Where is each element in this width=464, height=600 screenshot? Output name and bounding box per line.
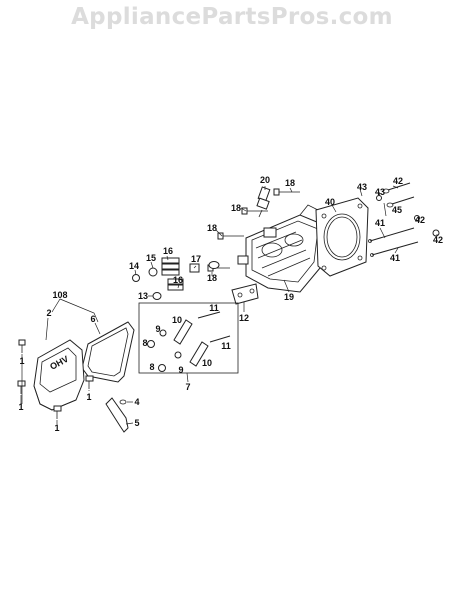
callout-labels: 20 18 18 18 18 40 43 43 42 42 42 45 41 4…: [18, 175, 443, 433]
callout-15: 15: [146, 253, 156, 263]
rocker-arms[interactable]: [173, 319, 209, 367]
callout-7: 7: [185, 382, 190, 392]
rocker-arm-kit-box: [138, 302, 239, 374]
head-bolt-top[interactable]: [273, 188, 300, 196]
callout-18-top: 18: [285, 178, 295, 188]
breather-tube[interactable]: [105, 397, 129, 433]
push-rods[interactable]: [368, 227, 419, 257]
valve-springs[interactable]: [161, 257, 184, 291]
callout-16-top: 16: [163, 246, 173, 256]
callout-41-top: 41: [375, 218, 385, 228]
valve-collet[interactable]: [376, 195, 440, 237]
callout-14: 14: [129, 261, 139, 271]
cylinder-head[interactable]: [237, 204, 325, 293]
cover-bolts[interactable]: [17, 339, 94, 419]
valve-cover[interactable]: OHV: [33, 339, 85, 411]
valves[interactable]: [382, 182, 415, 208]
callout-11-top: 11: [209, 303, 219, 313]
spark-plug[interactable]: [256, 186, 271, 218]
callout-19: 19: [284, 292, 294, 302]
head-bolt-middle[interactable]: [241, 207, 268, 215]
watermark: AppliancePartsPros.com: [71, 4, 393, 30]
callout-1-bottom-left: 1: [18, 402, 23, 412]
callout-42-middle: 42: [415, 215, 425, 225]
callout-1-bottom: 1: [54, 423, 59, 433]
leader-lines: [20, 185, 438, 425]
callout-4: 4: [134, 397, 139, 407]
callout-41-bottom: 41: [390, 253, 400, 263]
callout-8-bottom: 8: [149, 362, 154, 372]
valve-cover-gasket[interactable]: [81, 321, 135, 383]
rocker-nuts[interactable]: [147, 329, 182, 372]
callout-18-lower: 18: [207, 223, 217, 233]
callout-18-middle: 18: [231, 203, 241, 213]
valve-retainer[interactable]: [189, 261, 220, 273]
callout-43-left: 43: [357, 182, 367, 192]
head-bolt-lower[interactable]: [217, 232, 244, 240]
head-gasket[interactable]: [315, 197, 369, 277]
callout-10-bottom: 10: [202, 358, 212, 368]
callout-9-top: 9: [155, 324, 160, 334]
callout-17: 17: [191, 254, 201, 264]
callout-108: 108: [52, 290, 67, 300]
callout-20: 20: [260, 175, 270, 185]
callout-12: 12: [239, 313, 249, 323]
callout-45: 45: [392, 205, 402, 215]
callout-1-right: 1: [86, 392, 91, 402]
valve-seals[interactable]: [132, 267, 162, 300]
callout-2: 2: [46, 308, 51, 318]
callout-6: 6: [90, 314, 95, 324]
callout-16-bottom: 16: [173, 275, 183, 285]
callout-9-bottom: 9: [178, 365, 183, 375]
callout-42-top: 42: [393, 176, 403, 186]
guide-plate[interactable]: [231, 283, 259, 305]
callout-10-top: 10: [172, 315, 182, 325]
callout-40: 40: [325, 197, 335, 207]
callout-18-side: 18: [207, 273, 217, 283]
callout-42-bottom: 42: [433, 235, 443, 245]
callout-13: 13: [138, 291, 148, 301]
callout-43-right: 43: [375, 187, 385, 197]
callout-8-top: 8: [142, 338, 147, 348]
callout-5: 5: [134, 418, 139, 428]
callout-11-bottom: 11: [221, 341, 231, 351]
rocker-studs[interactable]: [197, 311, 231, 343]
callout-1-top-left: 1: [19, 356, 24, 366]
